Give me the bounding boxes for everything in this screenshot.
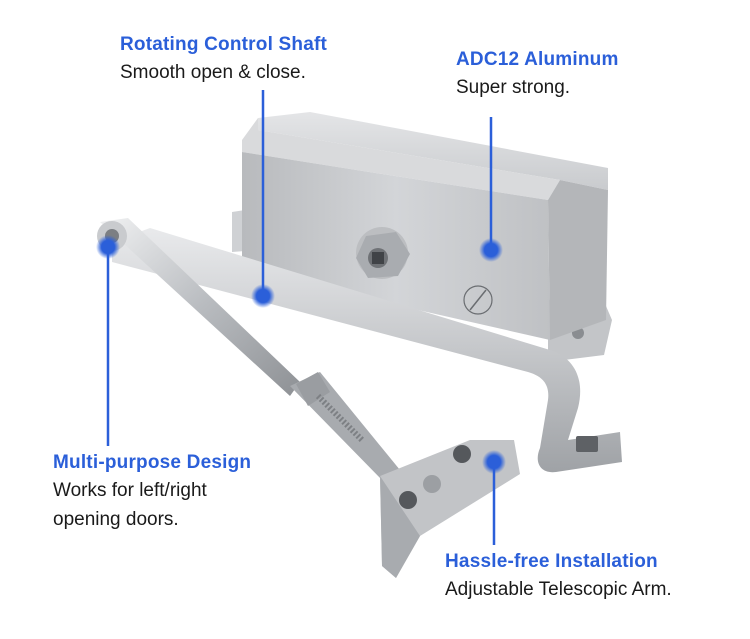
callout-adc12-aluminum: ADC12 Aluminum Super strong.	[456, 47, 619, 102]
leader-lines	[106, 90, 496, 545]
callout-hassle-free-installation: Hassle-free Installation Adjustable Tele…	[445, 549, 672, 604]
callout-description-line-1: Works for left/right	[53, 480, 207, 501]
callout-multi-purpose-design: Multi-purpose Design Works for left/righ…	[53, 450, 251, 534]
callout-description: Smooth open & close.	[120, 62, 306, 83]
mounting-bracket	[380, 440, 520, 578]
callout-description-line-2: opening doors.	[53, 509, 179, 530]
callout-rotating-control-shaft: Rotating Control Shaft Smooth open & clo…	[120, 32, 327, 87]
closer-body	[232, 112, 612, 362]
callout-title: Hassle-free Installation	[445, 551, 658, 572]
callout-title: ADC12 Aluminum	[456, 49, 619, 70]
callout-description: Super strong.	[456, 77, 571, 98]
callout-description: Adjustable Telescopic Arm.	[445, 579, 672, 600]
marker-dot-multi	[96, 235, 120, 259]
marker-dot-shaft	[251, 284, 275, 308]
marker-dot-aluminum	[479, 238, 503, 262]
marker-dot-hassle	[482, 450, 506, 474]
callout-title: Multi-purpose Design	[53, 452, 252, 473]
main-arm	[112, 228, 622, 473]
callout-title: Rotating Control Shaft	[120, 34, 328, 55]
